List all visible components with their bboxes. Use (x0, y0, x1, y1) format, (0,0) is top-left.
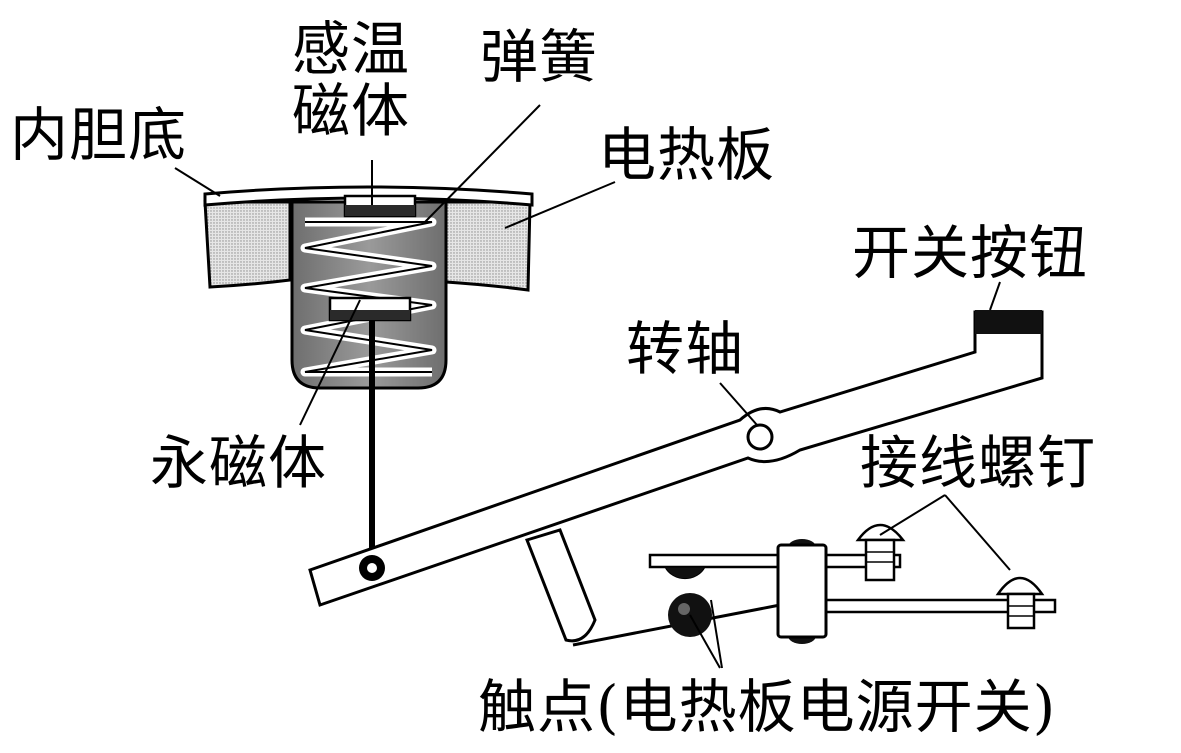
label-temperature-magnet: 感温 磁体 (292, 18, 410, 142)
label-liner-bottom: 内胆底 (10, 101, 188, 169)
lever-tab (525, 528, 597, 643)
terminal-screw-lower (995, 576, 1045, 630)
label-terminal-screws: 接线螺钉 (860, 429, 1097, 497)
upper-contact-strip (648, 553, 902, 569)
pivot-hole (746, 423, 774, 451)
contact-points (664, 566, 712, 637)
insulating-block (776, 539, 828, 644)
heating-plate (203, 200, 532, 292)
leader-lines (174, 104, 1011, 669)
switch-button-cap (975, 310, 1042, 334)
label-temperature-magnet-line2: 磁体 (292, 77, 411, 145)
label-switch-button: 开关按钮 (852, 219, 1089, 287)
temperature-sensing-magnet (343, 194, 417, 218)
label-spring: 弹簧 (480, 23, 599, 91)
label-heating-plate: 电热板 (598, 121, 776, 189)
label-temperature-magnet-line1: 感温 (292, 15, 411, 83)
permanent-magnet (328, 296, 412, 322)
label-permanent-magnet: 永磁体 (150, 429, 328, 497)
label-contacts: 触点(电热板电源开关) (478, 673, 1057, 741)
terminal-screw-upper (855, 523, 906, 582)
label-pivot: 转轴 (626, 315, 745, 383)
